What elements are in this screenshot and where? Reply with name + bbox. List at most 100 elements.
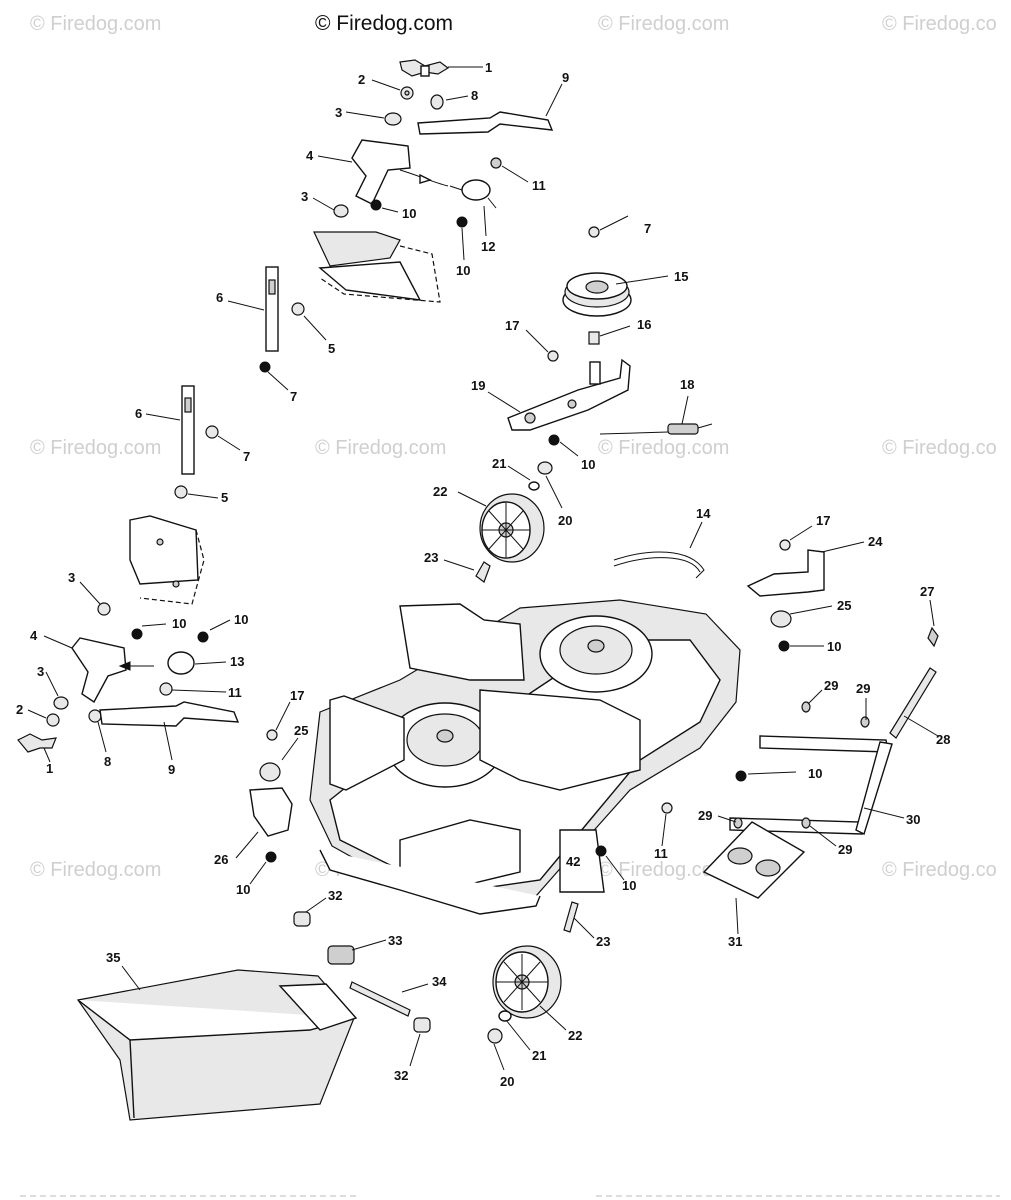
part-nut-10-left-b <box>197 631 209 643</box>
part-spring-25-left <box>259 762 281 782</box>
part-plate-31 <box>702 821 806 899</box>
part-lift-rod-9-upper <box>417 111 554 135</box>
callout-12: 12 <box>481 239 495 254</box>
watermark-mid-mid: © Firedog.com <box>598 437 729 459</box>
part-rod-34 <box>349 981 411 1017</box>
part-washer-3-left-b <box>53 696 69 710</box>
callout-29-d: 29 <box>838 842 852 857</box>
callout-10-upper-b: 10 <box>456 263 470 278</box>
part-spring-18 <box>667 423 699 435</box>
callout-7-mid: 7 <box>243 449 250 464</box>
part-nut-7-upper <box>259 361 271 373</box>
part-bracket-4-lower <box>71 637 127 704</box>
callout-5-upper: 5 <box>328 341 335 356</box>
callout-7-pulley: 7 <box>644 221 651 236</box>
part-pulley-15 <box>562 272 632 317</box>
watermark-mid-right: © Firedog.co <box>882 437 997 459</box>
callout-11-left: 11 <box>228 685 242 700</box>
part-clip-29-d <box>801 817 811 829</box>
callout-8-lower: 8 <box>104 754 111 769</box>
callout-21-lower: 21 <box>532 1048 546 1063</box>
part-washer-3-upper-b <box>333 204 349 218</box>
part-wing-knob-lower <box>17 733 57 753</box>
link-slot-lower <box>184 397 192 413</box>
callout-11-upper: 11 <box>532 178 546 193</box>
part-bushing-32-lower <box>413 1017 431 1033</box>
callout-3-left: 3 <box>68 570 75 585</box>
part-nut-11-deck <box>661 802 673 814</box>
part-nut-7-mid <box>205 425 219 439</box>
callout-20-lower: 20 <box>500 1074 514 1089</box>
callout-3-upper: 3 <box>335 105 342 120</box>
callout-17-left: 17 <box>290 688 304 703</box>
watermark-mid-left: © Firedog.com <box>30 437 161 459</box>
part-spring-13 <box>167 651 195 675</box>
callout-10-left-b: 10 <box>234 612 248 627</box>
callout-10-deck: 10 <box>622 878 636 893</box>
callout-10-idler: 10 <box>581 457 595 472</box>
callout-13: 13 <box>230 654 244 669</box>
deck-stamp: 42 <box>566 854 580 869</box>
callout-18: 18 <box>680 377 694 392</box>
watermark-top-left: © Firedog.com <box>30 13 161 35</box>
callout-9-upper: 9 <box>562 70 569 85</box>
part-wheel-22-lower <box>492 945 562 1019</box>
part-spring-33 <box>327 945 355 965</box>
part-nut-10-idler <box>548 434 560 446</box>
callout-3-left-b: 3 <box>37 664 44 679</box>
part-bolt-17-left <box>266 729 278 741</box>
callout-4-lower: 4 <box>30 628 38 643</box>
part-nut-10-upper-a <box>370 199 382 211</box>
part-washer-21-lower <box>498 1010 512 1022</box>
part-shield-upper <box>313 231 441 303</box>
part-spacer-16 <box>588 331 600 345</box>
callout-17-idler: 17 <box>505 318 519 333</box>
watermark-top-mid: © Firedog.com <box>598 13 729 35</box>
part-clip-29-a <box>801 701 811 713</box>
watermark-top-right: © Firedog.co <box>882 13 997 35</box>
callout-14: 14 <box>696 506 711 521</box>
part-bracket-24 <box>746 549 825 597</box>
part-lift-rod-9-lower <box>99 701 240 727</box>
callout-4-upper: 4 <box>306 148 314 163</box>
callout-20-upper: 20 <box>558 513 572 528</box>
header-copyright: © Firedog.com <box>315 12 453 35</box>
watermark-low-mid: © Firedog.com <box>598 859 729 881</box>
part-washer-3-upper <box>384 112 402 126</box>
part-mower-deck <box>309 599 741 915</box>
callout-32-upper: 32 <box>328 888 342 903</box>
arrow-head-13 <box>118 661 131 671</box>
callout-19: 19 <box>471 378 485 393</box>
callout-10-right: 10 <box>827 639 841 654</box>
part-bolt-23-upper <box>475 561 491 583</box>
part-nut-10-left-a <box>131 628 143 640</box>
callout-9-lower: 9 <box>168 762 175 777</box>
callout-2-upper: 2 <box>358 72 365 87</box>
callout-35: 35 <box>106 950 120 965</box>
part-rod-28 <box>889 667 937 739</box>
callout-1-lower: 1 <box>46 761 53 776</box>
part-washer-21-upper <box>528 481 540 491</box>
callout-23-lower: 23 <box>596 934 610 949</box>
callout-22-upper: 22 <box>433 484 447 499</box>
callout-6-lower: 6 <box>135 406 142 421</box>
callout-26: 26 <box>214 852 228 867</box>
watermark-low-right: © Firedog.co <box>882 859 997 881</box>
part-nut-10-frame <box>735 770 747 782</box>
arrow-head-12 <box>419 173 432 184</box>
part-pin-27 <box>927 626 939 648</box>
spring-12-tails <box>449 185 497 209</box>
callout-7-upper: 7 <box>290 389 297 404</box>
callout-33: 33 <box>388 933 402 948</box>
part-nut-8-upper <box>430 94 444 110</box>
leader-lines <box>27 66 939 1071</box>
watermark-mid-center: © Firedog.com <box>315 437 446 459</box>
part-bracket-4-upper <box>351 139 411 205</box>
part-bushing-32-upper <box>293 911 311 927</box>
part-bushing-20-upper <box>537 461 553 475</box>
part-bolt-5-mid <box>174 485 188 499</box>
callout-29-b: 29 <box>856 681 870 696</box>
callout-15: 15 <box>674 269 688 284</box>
part-nut-11-upper <box>490 157 502 169</box>
